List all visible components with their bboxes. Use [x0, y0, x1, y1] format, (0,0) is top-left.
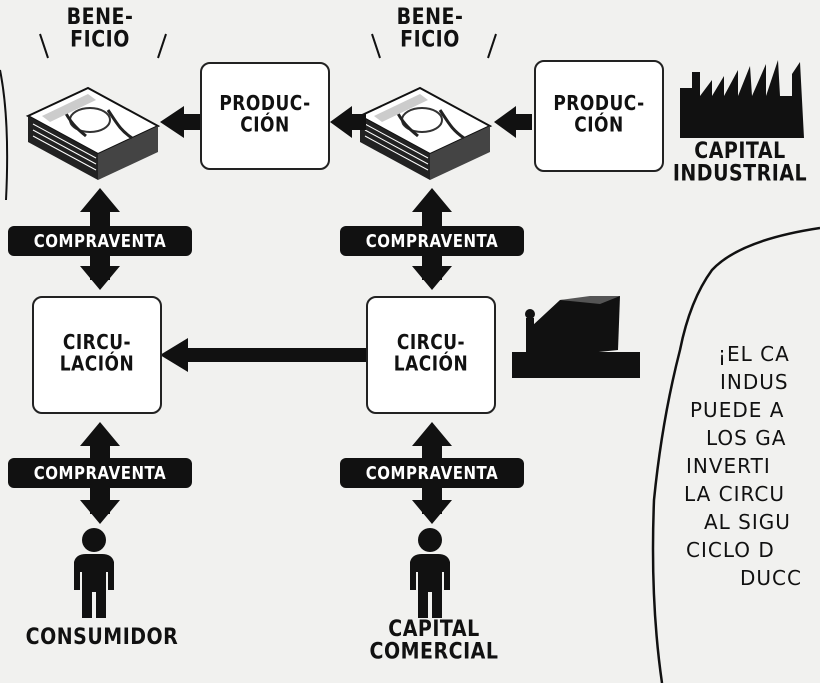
- arrow-left-icon: [160, 338, 188, 372]
- panel-edge-left: [0, 69, 9, 201]
- person-icon: [74, 528, 114, 618]
- arrow-down-icon: [412, 500, 452, 524]
- compraventa-badge: COMPRAVENTA: [8, 226, 192, 256]
- factory-icon: [680, 60, 804, 138]
- circulacion-box-right: CIRCU- LACIÓN: [366, 296, 496, 414]
- compraventa-label: COMPRAVENTA: [365, 462, 499, 484]
- compraventa-label: COMPRAVENTA: [33, 462, 167, 484]
- arrow-up-icon: [80, 422, 120, 446]
- compraventa-badge: COMPRAVENTA: [340, 226, 524, 256]
- arrow-down-icon: [80, 500, 120, 524]
- shop-icon: [512, 296, 640, 378]
- circulacion-label-left: CIRCU- LACIÓN: [59, 331, 135, 377]
- person-icon: [410, 528, 450, 618]
- circulacion-box-left: CIRCU- LACIÓN: [32, 296, 162, 414]
- arrow-left-icon: [494, 106, 516, 138]
- compraventa-badge: COMPRAVENTA: [340, 458, 524, 488]
- compraventa-badge: COMPRAVENTA: [8, 458, 192, 488]
- beneficio-label-right: BENE- FICIO: [396, 4, 464, 53]
- produccion-box-right: PRODUC- CIÓN: [534, 60, 664, 172]
- bubble-line: PUEDE A: [690, 398, 785, 422]
- circulacion-label-right: CIRCU- LACIÓN: [393, 331, 469, 377]
- arrow-up-icon: [412, 422, 452, 446]
- bubble-line: LA CIRCU: [684, 482, 786, 506]
- compraventa-label: COMPRAVENTA: [33, 230, 167, 252]
- arrow-down-icon: [412, 266, 452, 290]
- emphasis-mark: [157, 33, 167, 59]
- money-stack-icon: [26, 86, 160, 182]
- capital-comercial-label: CAPITAL COMERCIAL: [369, 616, 499, 665]
- speech-bubble-text: ¡EL CA INDUS PUEDE A LOS GA INVERTI LA C…: [684, 340, 820, 592]
- arrow-up-icon: [412, 188, 452, 212]
- bubble-line: ¡EL CA: [718, 342, 790, 366]
- bubble-line: AL SIGU: [704, 510, 791, 534]
- bubble-line: LOS GA: [706, 426, 787, 450]
- arrow-shaft: [180, 114, 200, 130]
- bubble-line: CICLO D: [686, 538, 775, 562]
- arrow-left-icon: [330, 106, 352, 138]
- consumidor-label: CONSUMIDOR: [25, 623, 179, 650]
- arrow-up-icon: [80, 188, 120, 212]
- arrow-shaft: [180, 348, 366, 362]
- bubble-line: DUCC: [740, 566, 802, 590]
- emphasis-mark: [487, 33, 497, 59]
- produccion-label-right: PRODUC- CIÓN: [553, 92, 645, 138]
- arrow-shaft: [512, 114, 532, 130]
- compraventa-label: COMPRAVENTA: [365, 230, 499, 252]
- bubble-line: INVERTI: [686, 454, 771, 478]
- produccion-label-left: PRODUC- CIÓN: [219, 92, 311, 138]
- bubble-line: INDUS: [720, 370, 789, 394]
- beneficio-label-left: BENE- FICIO: [66, 4, 134, 53]
- arrow-left-icon: [160, 106, 184, 138]
- emphasis-mark: [371, 33, 381, 59]
- money-stack-icon: [358, 86, 492, 182]
- speech-bubble-outline: [651, 226, 820, 683]
- arrow-down-icon: [80, 266, 120, 290]
- capital-industrial-label: CAPITAL INDUSTRIAL: [672, 138, 808, 187]
- emphasis-mark: [39, 33, 49, 59]
- produccion-box-left: PRODUC- CIÓN: [200, 62, 330, 170]
